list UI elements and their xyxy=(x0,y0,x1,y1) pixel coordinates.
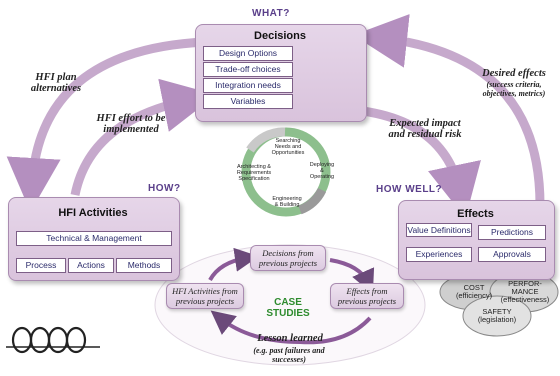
label-what: WHAT? xyxy=(252,8,290,19)
decision-item: Trade-off choices xyxy=(203,62,293,77)
effects-panel xyxy=(398,200,555,280)
hfi-item: Process xyxy=(16,258,66,273)
decision-item: Integration needs xyxy=(203,78,293,93)
label-how-well: HOW WELL? xyxy=(376,184,443,195)
label-hfi-plan: HFI plan alternatives xyxy=(30,72,82,94)
arrow-hfi-effort xyxy=(70,78,217,196)
ellipse-cost: COST (efficiency) xyxy=(446,284,502,300)
arrow-desired xyxy=(353,14,545,206)
performance-sub: (effectiveness) xyxy=(500,295,550,304)
label-how: HOW? xyxy=(148,183,181,194)
effect-item: Value Definitions xyxy=(406,223,472,237)
hfi-item: Actions xyxy=(68,258,114,273)
cycle-engineering: Engineering & Building xyxy=(272,196,302,208)
effect-item: Predictions xyxy=(478,225,546,240)
case-lesson: Lesson learned xyxy=(257,333,323,344)
effects-title: Effects xyxy=(457,208,494,220)
case-hfi-prev: HFI Activities from previous projects xyxy=(166,283,244,309)
decision-item: Variables xyxy=(203,94,293,109)
decisions-title: Decisions xyxy=(254,30,306,42)
spring-coil-icon xyxy=(6,326,100,354)
hfi-top-item: Technical & Management xyxy=(16,231,172,246)
cost-label: COST xyxy=(463,283,485,292)
cycle-searching: Searching Needs and Opportunities xyxy=(271,138,305,156)
label-desired: Desired effects xyxy=(482,68,546,79)
label-desired-sub: (success criteria, objectives, metrics) xyxy=(482,80,546,98)
effect-item: Experiences xyxy=(406,247,472,262)
hfi-item: Methods xyxy=(116,258,172,273)
cycle-architecting: Architecting & Requirements Specificatio… xyxy=(236,164,272,182)
performance-label: PERFOR-MANCE xyxy=(508,279,542,296)
safety-label: SAFETY xyxy=(482,307,512,316)
label-hfi-effort: HFI effort to be implemented xyxy=(96,113,166,135)
decision-item: Design Options xyxy=(203,46,293,61)
effect-item: Approvals xyxy=(478,247,546,262)
hfi-activities-title: HFI Activities xyxy=(58,207,128,219)
case-lesson-sub: (e.g. past failures and successes) xyxy=(253,346,325,364)
case-effects-prev: Effects from previous projects xyxy=(330,283,404,309)
case-decisions-prev: Decisions from previous projects xyxy=(250,245,326,271)
cycle-deploying: Deploying & Operating xyxy=(309,162,335,180)
case-studies-title: CASE STUDIES xyxy=(266,297,310,319)
ellipse-performance: PERFOR-MANCE (effectiveness) xyxy=(500,280,550,304)
safety-sub: (legislation) xyxy=(477,315,517,324)
label-expected: Expected impact and residual risk xyxy=(388,118,462,140)
cost-sub: (efficiency) xyxy=(455,291,493,300)
arrow-hfi-plan xyxy=(6,37,206,212)
arrow-expected xyxy=(354,105,481,219)
lifecycle-circle xyxy=(241,127,331,217)
ellipse-safety: SAFETY (legislation) xyxy=(469,308,525,324)
